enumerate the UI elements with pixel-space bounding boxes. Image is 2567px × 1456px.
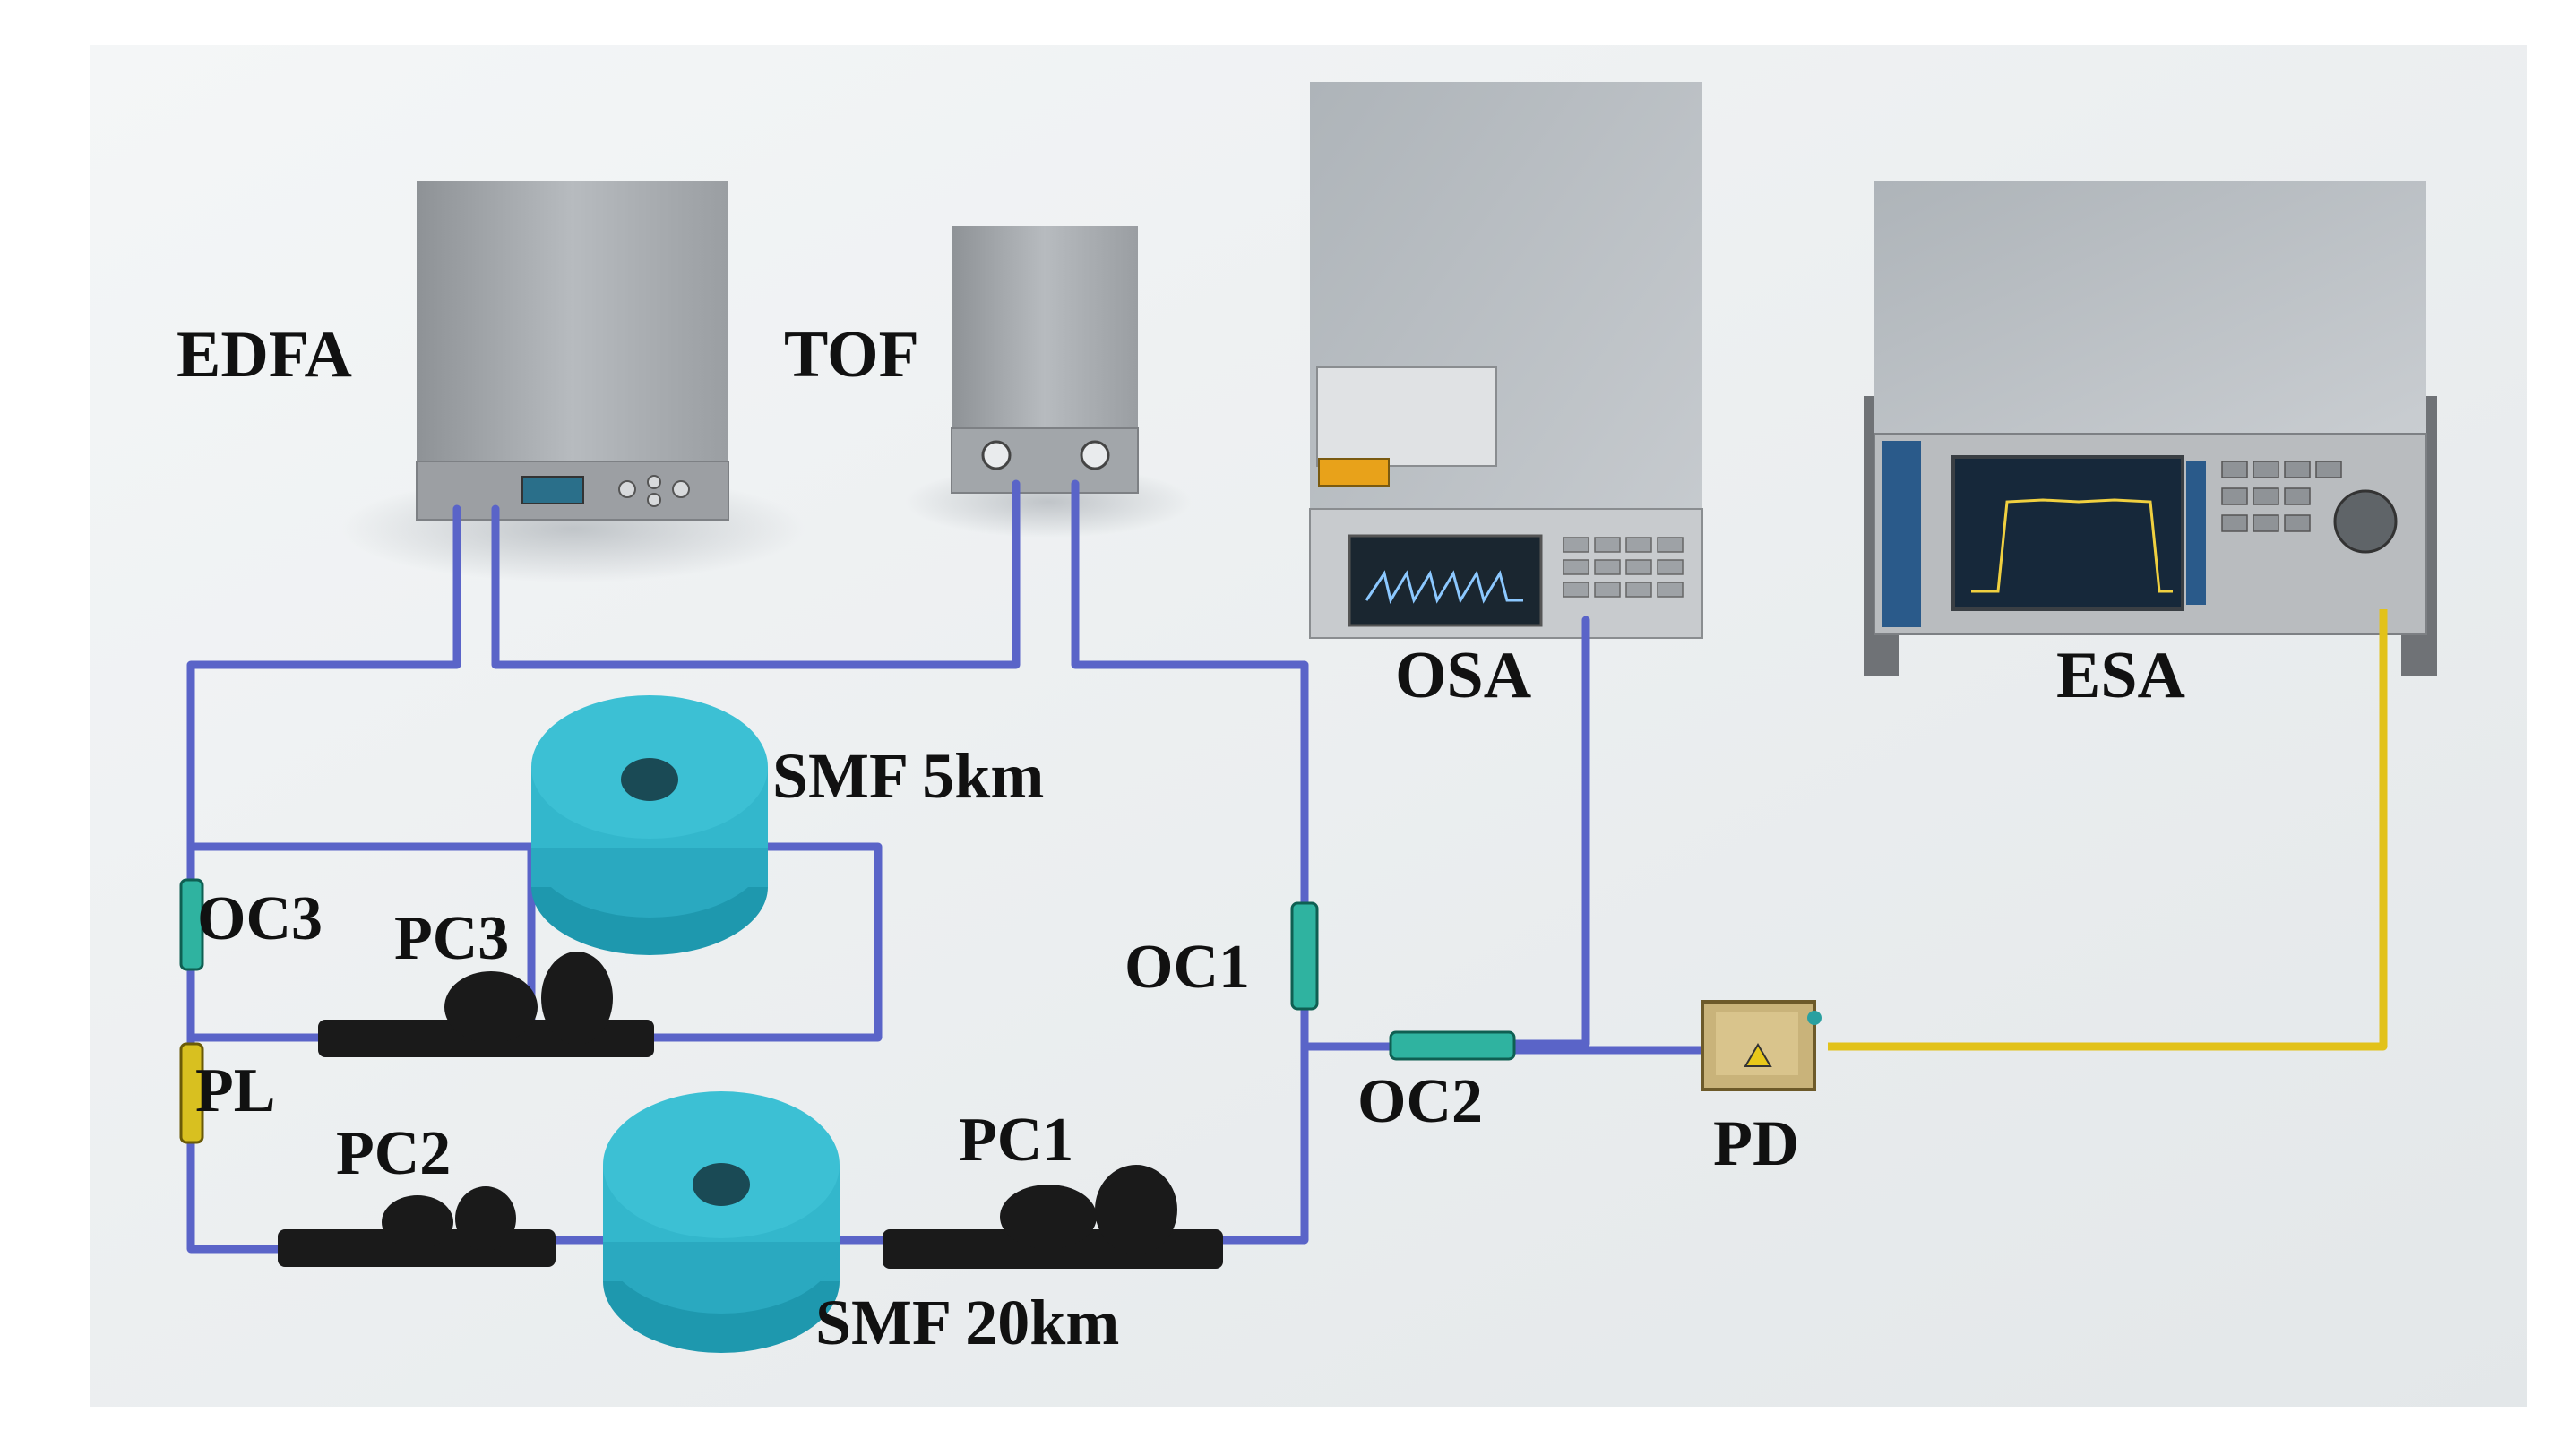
tof-knob-left <box>981 440 1012 470</box>
esa-side-buttons <box>1882 441 1921 627</box>
osa-warning-sticker <box>1316 366 1497 467</box>
osa-device <box>1309 82 1703 639</box>
esa-knob <box>2333 489 2398 554</box>
label-oc1: OC1 <box>1124 933 1250 1002</box>
label-pc2: PC2 <box>336 1119 451 1188</box>
pc3-controller <box>318 952 654 1057</box>
rf-cable <box>1828 609 2388 1051</box>
label-pc3: PC3 <box>394 904 509 973</box>
label-smf-5km: SMF 5km <box>772 740 1044 812</box>
esa-screen <box>1951 455 2184 611</box>
label-oc2: OC2 <box>1357 1067 1483 1136</box>
pc2-controller <box>278 1186 556 1267</box>
smf-20km-spool <box>603 1091 840 1353</box>
edfa-display <box>521 476 584 504</box>
oc1-coupler <box>1290 901 1319 1011</box>
smf-5km-spool <box>531 695 768 955</box>
pc1-controller <box>883 1165 1223 1269</box>
label-pc1: PC1 <box>959 1106 1073 1175</box>
label-smf-20km: SMF 20km <box>815 1287 1119 1358</box>
pd-warning-icon <box>1744 1043 1772 1067</box>
label-pd: PD <box>1713 1107 1799 1179</box>
pd-photodetector <box>1701 1000 1822 1091</box>
osa-laser-label <box>1318 458 1390 487</box>
tof-device <box>905 226 1192 538</box>
tof-knob-right <box>1080 440 1110 470</box>
esa-device <box>1864 181 2437 676</box>
oc3-coupler <box>179 878 204 971</box>
oc2-coupler <box>1389 1030 1516 1061</box>
label-edfa: EDFA <box>177 318 352 392</box>
osa-screen <box>1348 534 1543 627</box>
label-tof: TOF <box>784 318 919 392</box>
label-oc3: OC3 <box>197 884 323 953</box>
label-esa: ESA <box>2056 639 2185 712</box>
label-osa: OSA <box>1395 639 1531 712</box>
label-pl: PL <box>195 1056 275 1125</box>
pl-polarizer <box>179 1042 204 1144</box>
